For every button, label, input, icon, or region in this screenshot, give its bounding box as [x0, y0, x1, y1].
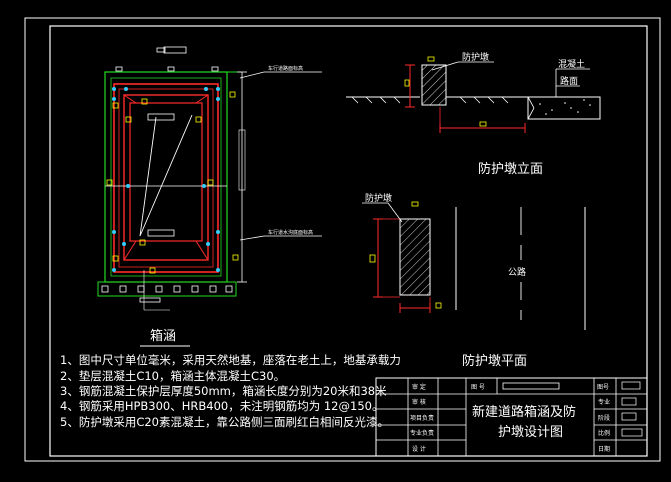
- road-surface-label: 路面: [560, 75, 578, 87]
- note-line-4: 4、钢筋采用HPB300、HRB400，未注明钢筋均为 12@150。: [60, 399, 383, 413]
- tb-label-approve: 审 定: [412, 383, 426, 391]
- pier-plan-drawing: [362, 201, 586, 330]
- pier-label-top: 防护墩: [462, 51, 489, 63]
- outer-frame: [24, 17, 661, 462]
- tb-drawing-title-line1: 新建道路箱涵及防: [472, 404, 576, 420]
- tb-right-scale: 比例: [598, 429, 610, 437]
- title-block: [375, 377, 648, 457]
- concrete-label: 混凝土: [558, 58, 585, 70]
- inner-frame: [49, 25, 648, 457]
- note-line-2: 2、垫层混凝土C10，箱涵主体混凝土C30。: [60, 369, 285, 383]
- tb-label-discipline-lead: 专业负责: [410, 429, 434, 437]
- pier-elevation-title: 防护墩立面: [478, 161, 543, 177]
- tb-right-stage: 阶段: [598, 414, 610, 422]
- note-line-5: 5、防护墩采用C20素混凝土，靠公路侧三面刷红白相间反光漆。: [60, 415, 389, 429]
- tb-label-design: 设 计: [412, 445, 426, 453]
- box-culvert-label: 箱涵: [150, 328, 176, 344]
- box-culvert-section: [97, 46, 322, 311]
- pier-elevation-drawing: [346, 56, 601, 133]
- note-line-1: 1、图中尺寸单位毫米，采用天然地基，座落在老土上，地基承载力: [60, 353, 401, 367]
- tb-label-project-lead: 项目负责: [410, 414, 434, 422]
- tb-right-header: 图号: [597, 384, 609, 391]
- note-line-3: 3、钢筋混凝土保护层厚度50mm，箱涵长度分别为20米和38米: [60, 384, 387, 398]
- design-notes: 1、图中尺寸单位毫米，采用天然地基，座落在老土上，地基承载力 2、垫层混凝土C1…: [60, 353, 401, 429]
- culvert-bottom-leader-text: 车行道水沟底面标高: [268, 229, 313, 236]
- road-label: 公路: [508, 266, 526, 278]
- pier-label-plan: 防护墩: [365, 192, 392, 204]
- tb-label-drawing-no: 图 号: [471, 384, 485, 391]
- tb-label-review: 审 核: [412, 398, 426, 406]
- tb-right-discipline: 专业: [598, 398, 610, 406]
- tb-drawing-title-line2: 护墩设计图: [498, 425, 563, 440]
- tb-right-date: 日期: [598, 445, 610, 453]
- pier-plan-title: 防护墩平面: [462, 353, 527, 369]
- culvert-top-leader-text: 车行道路面标高: [268, 65, 303, 72]
